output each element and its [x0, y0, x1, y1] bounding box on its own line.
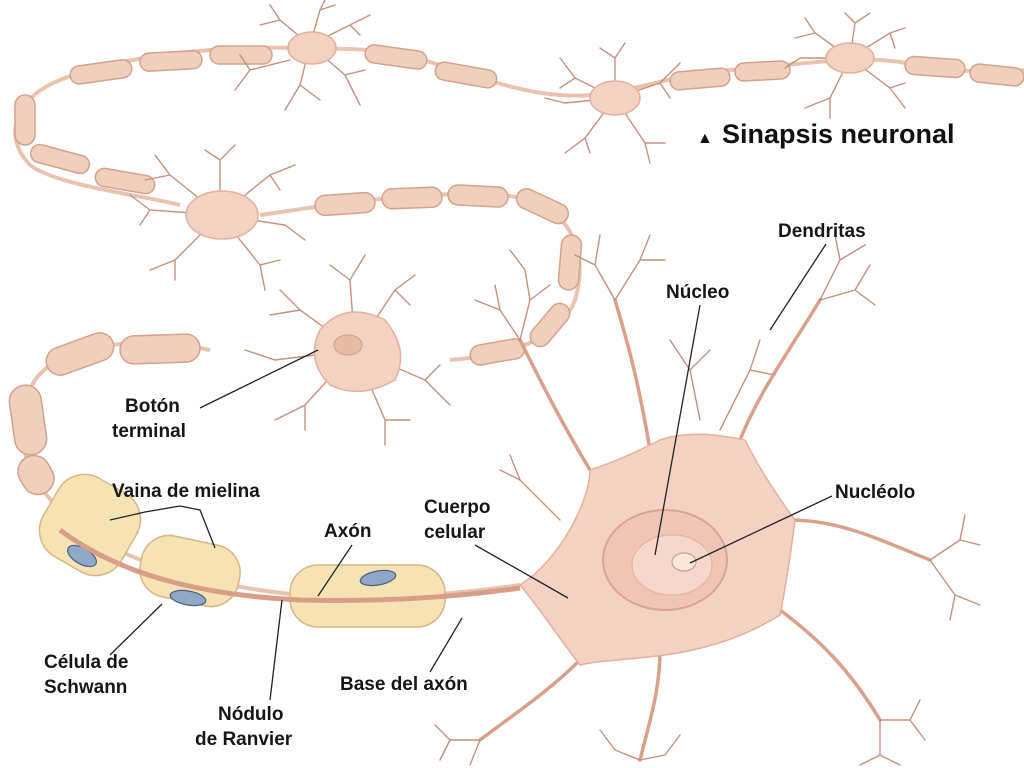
leader-nodulo	[269, 599, 283, 701]
small-neuron-4	[129, 144, 306, 291]
label-axon: Axón	[324, 521, 372, 542]
leader-celula	[109, 603, 163, 656]
leader-boton	[199, 349, 319, 409]
label-dendritas: Dendritas	[778, 221, 866, 242]
top-axon-chain	[13, 44, 1024, 207]
small-neuron-2	[544, 42, 681, 164]
leader-base	[429, 617, 463, 673]
leader-nucleo	[654, 304, 701, 556]
label-nucleolo: Nucléolo	[835, 482, 915, 503]
diagram-title: Sinapsis neuronal	[722, 119, 955, 149]
label-nodulo-line2: de Ranvier	[195, 729, 293, 750]
label-cuerpo-line2: celular	[424, 522, 486, 543]
small-neuron-1	[234, 0, 371, 111]
leader-nucleolo	[689, 495, 833, 564]
label-boton-line2: terminal	[112, 421, 186, 442]
small-neuron-5	[244, 254, 451, 446]
leader-dendritas	[769, 243, 827, 331]
title-marker: ▲	[697, 130, 713, 147]
label-vaina: Vaina de mielina	[112, 481, 260, 502]
label-nucleo: Núcleo	[666, 282, 729, 303]
label-cuerpo-line1: Cuerpo	[424, 497, 491, 518]
label-base: Base del axón	[340, 674, 468, 695]
leader-cuerpo	[474, 544, 569, 599]
main-axon	[8, 332, 521, 628]
big-neuron	[434, 234, 981, 766]
label-nodulo-line1: Nódulo	[218, 704, 283, 725]
small-neuron-3	[784, 12, 906, 119]
label-celula-line1: Célula de	[44, 652, 128, 673]
leader-axon	[317, 544, 353, 597]
label-boton-line1: Botón	[125, 396, 180, 417]
label-celula-line2: Schwann	[44, 677, 127, 698]
middle-axon-chain	[259, 184, 583, 366]
leader-vaina	[109, 505, 216, 549]
